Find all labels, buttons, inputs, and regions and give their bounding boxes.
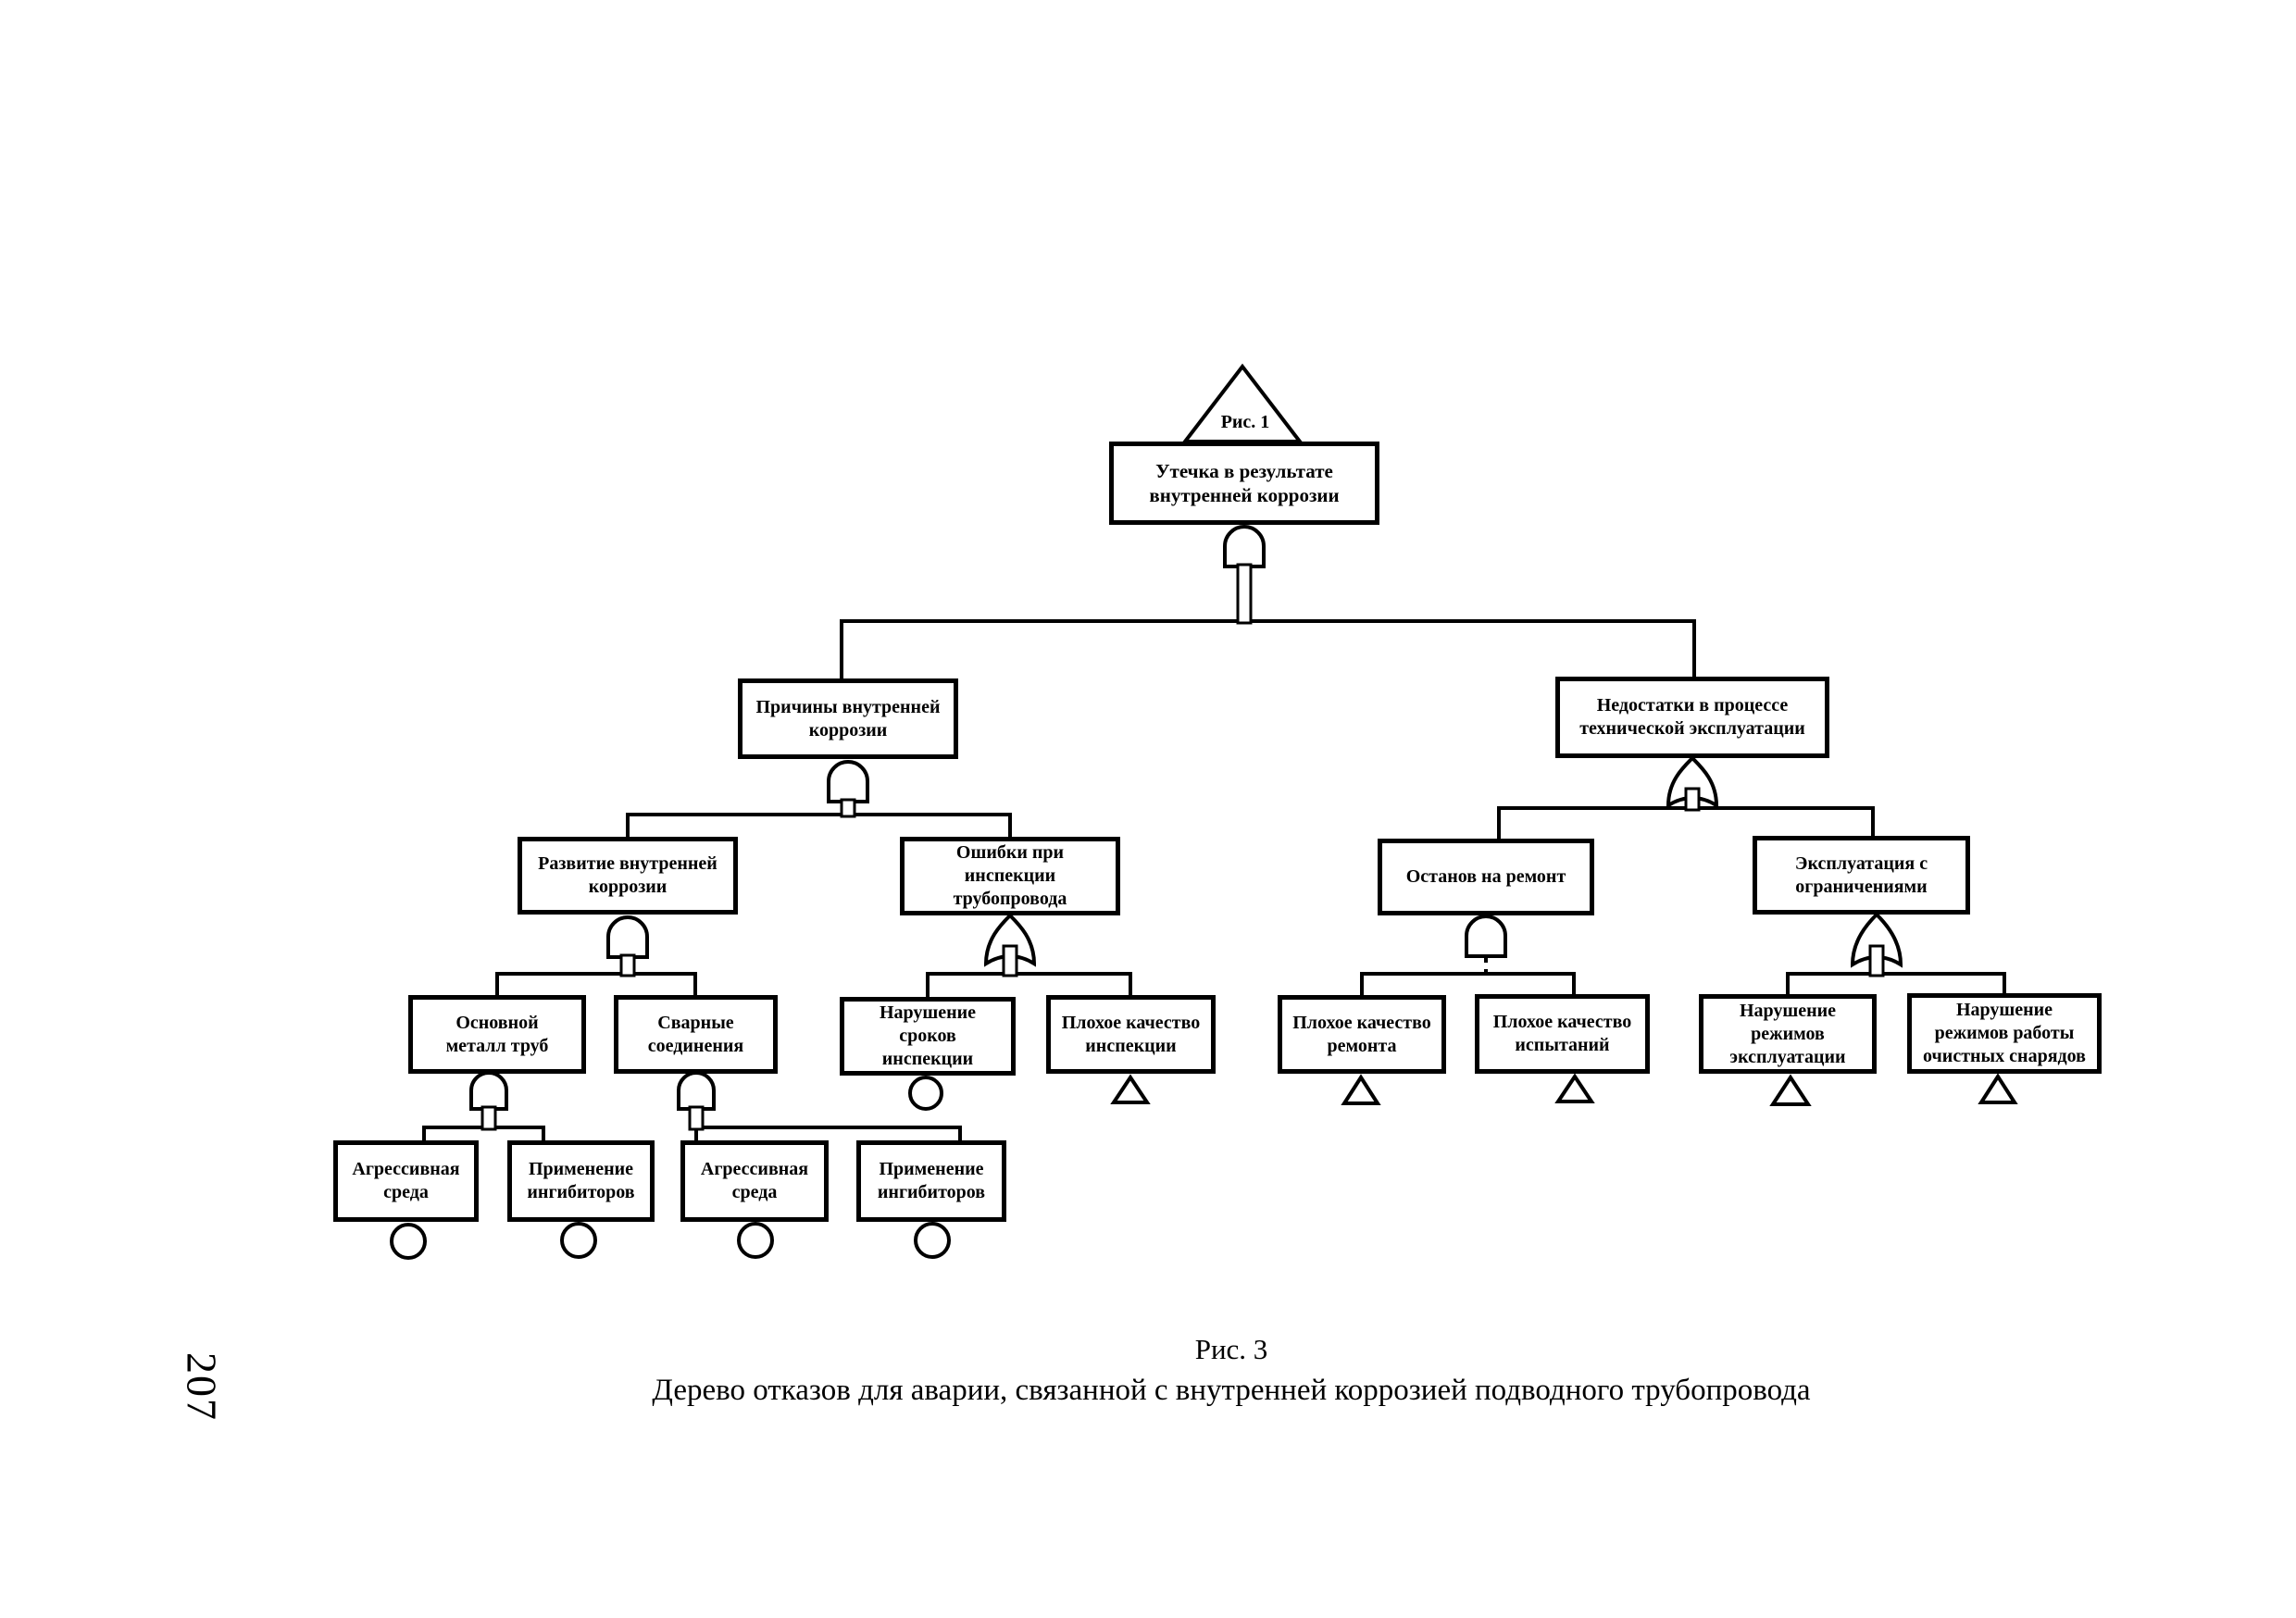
and-gate-root bbox=[1223, 525, 1266, 568]
transfer-ref-label: Рис. 1 bbox=[1199, 412, 1292, 433]
stem-l3d bbox=[1868, 944, 1885, 977]
node-inspection-errors: Ошибки при инспекции трубопровода bbox=[900, 837, 1120, 915]
transfer-triangle-l4e bbox=[1341, 1074, 1381, 1105]
node-label: Плохое качество ремонта bbox=[1292, 1012, 1431, 1056]
figure-caption: Дерево отказов для аварии, связанной с в… bbox=[278, 1374, 2185, 1408]
node-poor-testing-quality: Плохое качество испытаний bbox=[1475, 994, 1650, 1074]
figure-number: Рис. 3 bbox=[370, 1333, 2092, 1366]
connector-l3a-children bbox=[495, 972, 697, 999]
node-aggressive-environment-1: Агрессивная среда bbox=[333, 1140, 479, 1222]
node-repair-shutdown: Останов на ремонт bbox=[1378, 839, 1594, 915]
figure-number-text: Рис. 3 bbox=[1194, 1333, 1268, 1365]
and-gate-l2a bbox=[827, 760, 869, 803]
node-label: Ошибки при инспекции трубопровода bbox=[953, 842, 1067, 909]
connector-root-children bbox=[840, 619, 1696, 682]
node-causes-internal-corrosion: Причины внутренней коррозии bbox=[738, 678, 958, 759]
node-technical-operation-deficiencies: Недостатки в процессе технической эксплу… bbox=[1555, 677, 1829, 758]
node-aggressive-environment-2: Агрессивная среда bbox=[680, 1140, 829, 1222]
node-base-metal: Основной металл труб bbox=[408, 995, 586, 1074]
node-poor-repair-quality: Плохое качество ремонта bbox=[1278, 995, 1446, 1074]
basic-event-circle-l5a bbox=[390, 1223, 427, 1260]
node-label: Нарушение режимов работы очистных снаряд… bbox=[1923, 1000, 2086, 1066]
connector-l2a-children bbox=[626, 813, 1012, 840]
figure-caption-text: Дерево отказов для аварии, связанной с в… bbox=[652, 1374, 1811, 1407]
node-label: Причины внутренней коррозии bbox=[755, 696, 941, 741]
connector-l4b-children bbox=[694, 1126, 962, 1144]
node-label: Применение ингибиторов bbox=[527, 1159, 635, 1202]
stem-l4b bbox=[688, 1105, 705, 1131]
and-gate-l3c bbox=[1465, 915, 1507, 958]
basic-event-circle-l5d bbox=[914, 1222, 951, 1259]
node-corrosion-development: Развитие внутренней коррозии bbox=[518, 837, 738, 915]
connector-l3d-children bbox=[1786, 972, 2006, 998]
page-number-text: 207 bbox=[178, 1352, 226, 1422]
stem-l3a bbox=[619, 953, 636, 977]
page-number: 207 bbox=[178, 1332, 227, 1443]
basic-event-circle-l5b bbox=[560, 1222, 597, 1259]
node-welded-joints: Сварные соединения bbox=[614, 995, 778, 1074]
node-label: Агрессивная среда bbox=[352, 1159, 460, 1202]
node-label: Нарушение режимов эксплуатации bbox=[1729, 1000, 1846, 1067]
stem-l4a bbox=[480, 1105, 497, 1131]
node-label: Развитие внутренней коррозии bbox=[538, 853, 718, 897]
node-label: Применение ингибиторов bbox=[877, 1159, 986, 1202]
node-label: Основной металл труб bbox=[445, 1012, 549, 1056]
node-label: Плохое качество инспекции bbox=[1061, 1012, 1201, 1056]
stem-l2b bbox=[1684, 787, 1701, 812]
node-operating-mode-violation: Нарушение режимов эксплуатации bbox=[1699, 994, 1877, 1074]
stem-l2a bbox=[840, 798, 856, 818]
transfer-ref-text: Рис. 1 bbox=[1220, 412, 1270, 432]
node-pig-operation-violation: Нарушение режимов работы очистных снаряд… bbox=[1907, 993, 2102, 1074]
node-inhibitor-use-2: Применение ингибиторов bbox=[856, 1140, 1006, 1222]
node-root-label: Утечка в результате внутренней коррозии bbox=[1149, 459, 1340, 506]
stem-root bbox=[1236, 563, 1253, 625]
connector-l3c-children bbox=[1360, 972, 1576, 999]
connector-l3b-children bbox=[926, 972, 1132, 1001]
node-root: Утечка в результате внутренней коррозии bbox=[1109, 442, 1379, 525]
and-gate-l3a bbox=[606, 915, 649, 959]
node-inspection-schedule-violation: Нарушение сроков инспекции bbox=[840, 997, 1016, 1076]
node-label: Сварные соединения bbox=[647, 1012, 744, 1056]
node-label: Эксплуатация с ограничениями bbox=[1794, 853, 1928, 897]
node-label: Останов на ремонт bbox=[1405, 866, 1566, 887]
basic-event-circle-l5c bbox=[737, 1222, 774, 1259]
transfer-triangle-l4h bbox=[1978, 1073, 2018, 1104]
stem-l3b bbox=[1002, 944, 1018, 977]
node-restricted-operation: Эксплуатация с ограничениями bbox=[1753, 836, 1970, 915]
node-label: Агрессивная среда bbox=[700, 1159, 809, 1202]
node-label: Недостатки в процессе технической эксплу… bbox=[1579, 695, 1805, 739]
transfer-triangle-l4f bbox=[1554, 1073, 1595, 1103]
and-gate-l4b bbox=[677, 1071, 716, 1111]
node-label: Нарушение сроков инспекции bbox=[879, 1002, 977, 1069]
node-poor-inspection-quality: Плохое качество инспекции bbox=[1046, 995, 1216, 1074]
basic-event-circle-l4c bbox=[908, 1076, 943, 1111]
node-inhibitor-use-1: Применение ингибиторов bbox=[507, 1140, 655, 1222]
node-label: Плохое качество испытаний bbox=[1492, 1012, 1632, 1055]
transfer-triangle-l4d bbox=[1110, 1074, 1151, 1104]
and-gate-l4a bbox=[469, 1071, 508, 1111]
transfer-triangle-l4g bbox=[1769, 1074, 1812, 1106]
